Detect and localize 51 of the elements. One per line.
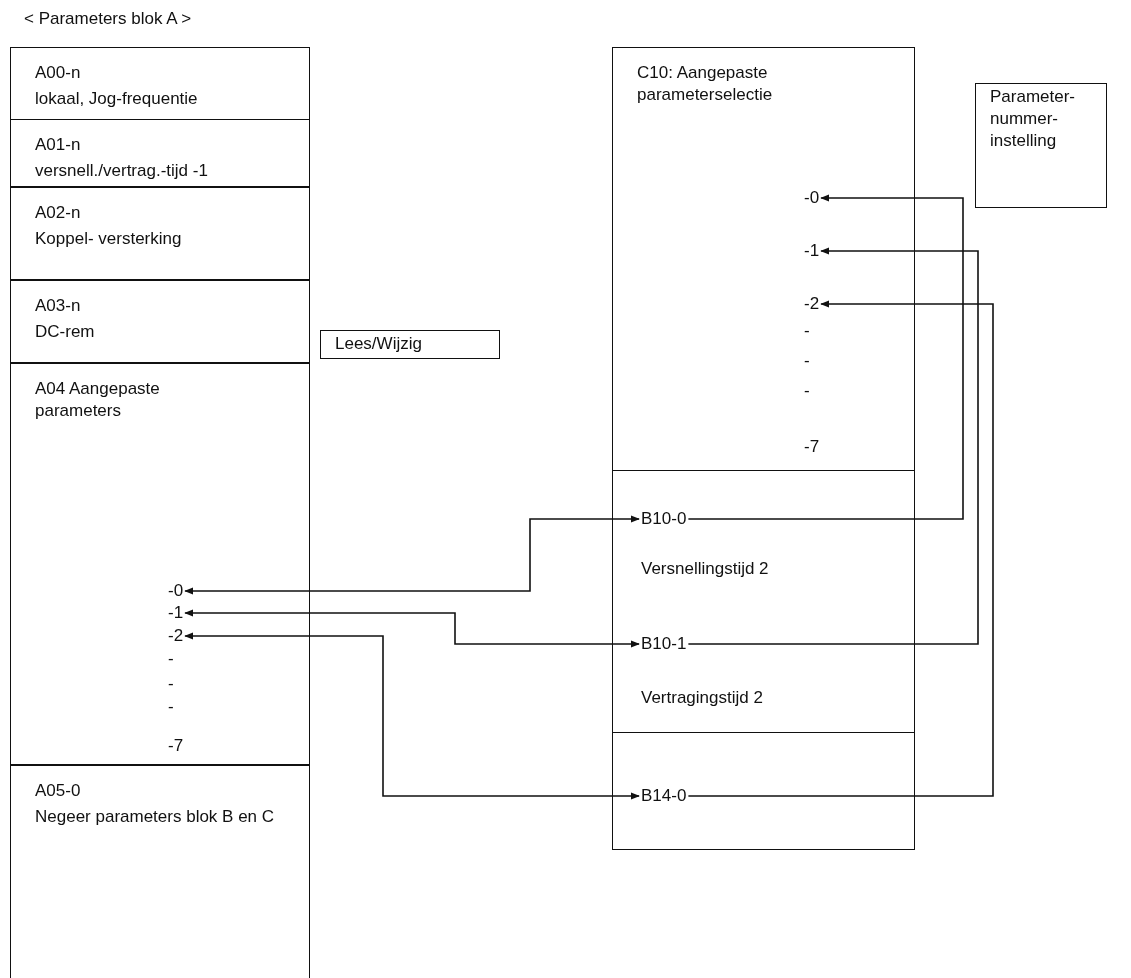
parameter-code: A00-n — [35, 62, 81, 84]
parameter-panel — [612, 47, 915, 471]
parameter-item: -7 — [802, 436, 822, 458]
parameter-item: B10-1 — [639, 633, 689, 655]
parameter-item: -0 — [802, 187, 822, 209]
parameter-item: - — [802, 320, 812, 342]
parameter-item: -7 — [166, 735, 186, 757]
panel-box — [612, 470, 915, 733]
parameter-item: B14-0 — [639, 785, 689, 807]
box-label: Parameter- nummer- instelling — [990, 86, 1077, 152]
parameter-box — [975, 83, 1107, 208]
parameter-code: A03-n — [35, 295, 81, 317]
parameter-label: A04 Aangepaste parameters — [35, 378, 161, 422]
parameter-label: Koppel- versterking — [35, 228, 182, 250]
parameter-code: A05-0 — [35, 780, 81, 802]
parameter-code: A01-n — [35, 134, 81, 156]
parameter-label: Negeer parameters blok B en C — [35, 806, 275, 828]
parameter-item: - — [802, 350, 812, 372]
connector-arrow — [687, 247, 979, 645]
parameter-box — [10, 280, 310, 363]
parameter-box — [10, 47, 310, 120]
parameter-box — [10, 765, 310, 978]
parameter-box — [10, 187, 310, 280]
parameter-label: DC-rem — [35, 321, 95, 343]
parameter-description: Versnellingstijd 2 — [640, 558, 770, 580]
box-label: Lees/Wijzig — [335, 333, 422, 355]
parameter-item: -2 — [802, 293, 822, 315]
parameter-item: - — [166, 696, 176, 718]
connector-arrow — [184, 632, 640, 800]
diagram-title: < Parameters blok A > — [23, 8, 193, 30]
panel-box — [612, 732, 915, 850]
parameter-item: B10-0 — [639, 508, 689, 530]
parameter-label: lokaal, Jog-frequentie — [35, 88, 198, 110]
connector-arrow — [184, 515, 640, 595]
parameter-code: A02-n — [35, 202, 81, 224]
parameter-box — [10, 119, 310, 187]
parameter-label: C10: Aangepaste parameterselectie — [637, 62, 774, 106]
parameter-item: - — [166, 648, 176, 670]
connector-arrow — [687, 194, 964, 520]
parameter-description: Vertragingstijd 2 — [640, 687, 764, 709]
parameter-item: -1 — [802, 240, 822, 262]
parameter-item: -1 — [166, 602, 186, 624]
parameter-item: - — [802, 380, 812, 402]
parameter-box — [320, 330, 500, 359]
parameter-label: versnell./vertrag.-tijd -1 — [35, 160, 208, 182]
connector-arrow — [184, 609, 640, 648]
parameter-item: -2 — [166, 625, 186, 647]
parameter-item: -0 — [166, 580, 186, 602]
parameter-item: - — [166, 673, 176, 695]
parameter-panel — [10, 363, 310, 765]
connector-arrow — [687, 300, 994, 797]
